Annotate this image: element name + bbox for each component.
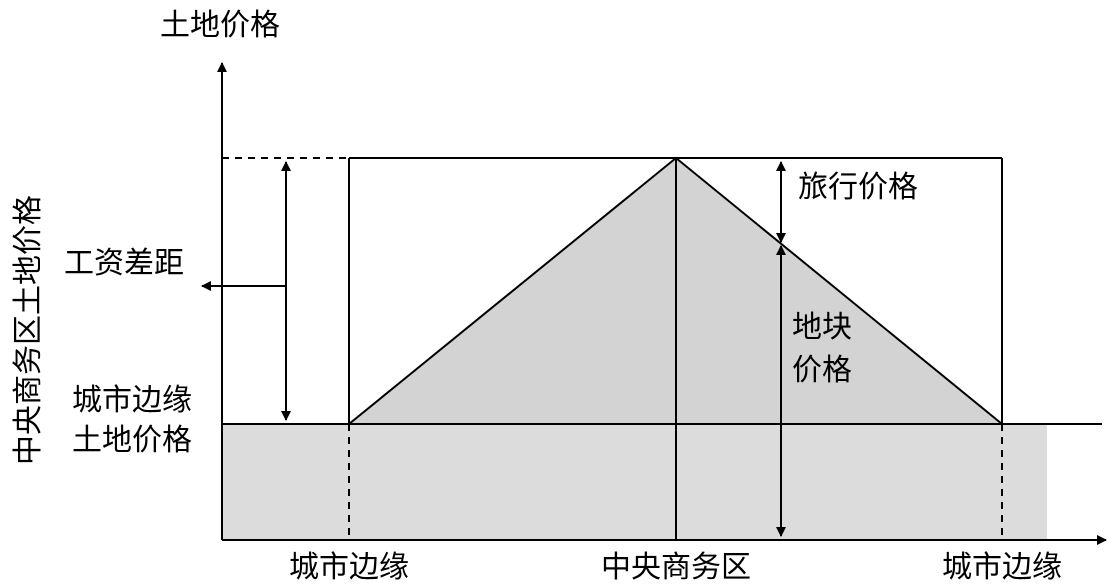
plot-price-label-line2: 价格 bbox=[792, 353, 852, 388]
x-label-left-edge: 城市边缘 bbox=[289, 550, 409, 584]
x-label-right-edge: 城市边缘 bbox=[942, 550, 1062, 584]
y-axis-title: 土地价格 bbox=[160, 8, 280, 43]
x-label-center: 中央商务区 bbox=[601, 550, 751, 584]
base-price-region bbox=[222, 424, 1047, 540]
edge-land-price-label-line2: 土地价格 bbox=[72, 423, 192, 458]
plot-price-label-line1: 地块 bbox=[792, 310, 852, 345]
travel-price-label: 旅行价格 bbox=[798, 170, 918, 205]
cbd-price-triangle-outline bbox=[348, 156, 1003, 425]
wage-gap-label: 工资差距 bbox=[64, 246, 184, 281]
edge-land-price-label-line1: 城市边缘 bbox=[72, 383, 192, 418]
left-vertical-title: 中央商务区土地价格 bbox=[11, 195, 46, 465]
